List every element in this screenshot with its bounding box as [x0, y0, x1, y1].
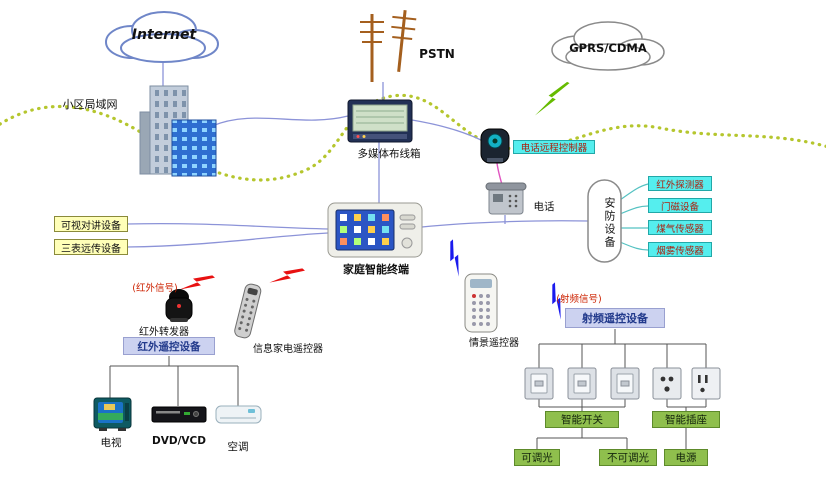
- wall-socket-1: [652, 367, 682, 400]
- red-lightning-bolts: [179, 258, 305, 303]
- wall-switch-1: [524, 367, 554, 400]
- tv-label: 电视: [100, 437, 122, 449]
- ir-transponder-label: 红外转发器: [139, 327, 189, 338]
- internet-label: Internet: [131, 27, 197, 43]
- phone-label: 电话: [533, 201, 555, 213]
- wall-switch-3: [610, 367, 640, 400]
- wiring-box-device: [347, 99, 413, 143]
- ir-signal-label: (红外信号): [132, 283, 178, 294]
- gprs-cdma-label: GPRS/CDMA: [569, 41, 647, 55]
- phone-controller-label: 电话远程控制器: [513, 140, 595, 154]
- buildings: [139, 85, 217, 177]
- non-dimmable-box: 不可调光: [599, 449, 657, 466]
- lan-label: 小区局域网: [62, 98, 118, 111]
- green-lightning-bolt: [534, 76, 570, 123]
- info-remote-device: [234, 283, 262, 339]
- terminal-device: [327, 202, 423, 258]
- scene-remote-device: [464, 273, 498, 333]
- ir-remote-group-box: 红外遥控设备: [123, 337, 215, 355]
- ir-transponder-device: [165, 289, 193, 322]
- wall-socket-2: [691, 367, 721, 400]
- dvd-device: [151, 406, 207, 423]
- meter-remote-box: 三表远传设备: [54, 239, 128, 255]
- gprs-cloud-shape: [551, 21, 665, 71]
- phone-controller-device: [480, 128, 510, 164]
- dimmable-box: 可调光: [514, 449, 560, 466]
- security-device-smoke-sensor: 烟雾传感器: [648, 242, 712, 257]
- internet-cloud-shape: [105, 11, 219, 63]
- dvd-label: DVD/VCD: [152, 435, 206, 447]
- tree-lines: [109, 329, 707, 449]
- security-capsule-label: 安防设备: [603, 197, 616, 249]
- power-box: 电源: [664, 449, 708, 466]
- security-fanout-lines: [619, 183, 649, 251]
- rf-signal-label: (射频信号): [556, 294, 602, 305]
- tv-device: [93, 397, 132, 431]
- pstn-label: PSTN: [419, 47, 455, 61]
- wiring-box-label: 多媒体布线箱: [357, 148, 421, 160]
- smart-switch-group-box: 智能开关: [545, 411, 619, 428]
- smart-socket-group-box: 智能插座: [652, 411, 720, 428]
- security-device-ir-detector: 红外探测器: [648, 176, 712, 191]
- rf-remote-group-box: 射频遥控设备: [565, 308, 665, 328]
- phone-device: [485, 182, 527, 215]
- blue-lightning-bolts: [438, 239, 576, 320]
- ac-label: 空调: [227, 441, 249, 453]
- wall-switch-2: [567, 367, 597, 400]
- ac-device: [215, 405, 262, 424]
- security-device-door-magnet: 门磁设备: [648, 198, 712, 213]
- info-remote-label: 信息家电遥控器: [253, 344, 323, 355]
- video-intercom-box: 可视对讲设备: [54, 216, 128, 232]
- connection-lines: [126, 62, 589, 248]
- terminal-label: 家庭智能终端: [343, 263, 409, 276]
- scene-remote-label: 情景遥控器: [469, 338, 519, 349]
- pstn-poles: [360, 10, 417, 82]
- security-device-gas-sensor: 煤气传感器: [648, 220, 712, 235]
- security-capsule-shape: [587, 179, 622, 263]
